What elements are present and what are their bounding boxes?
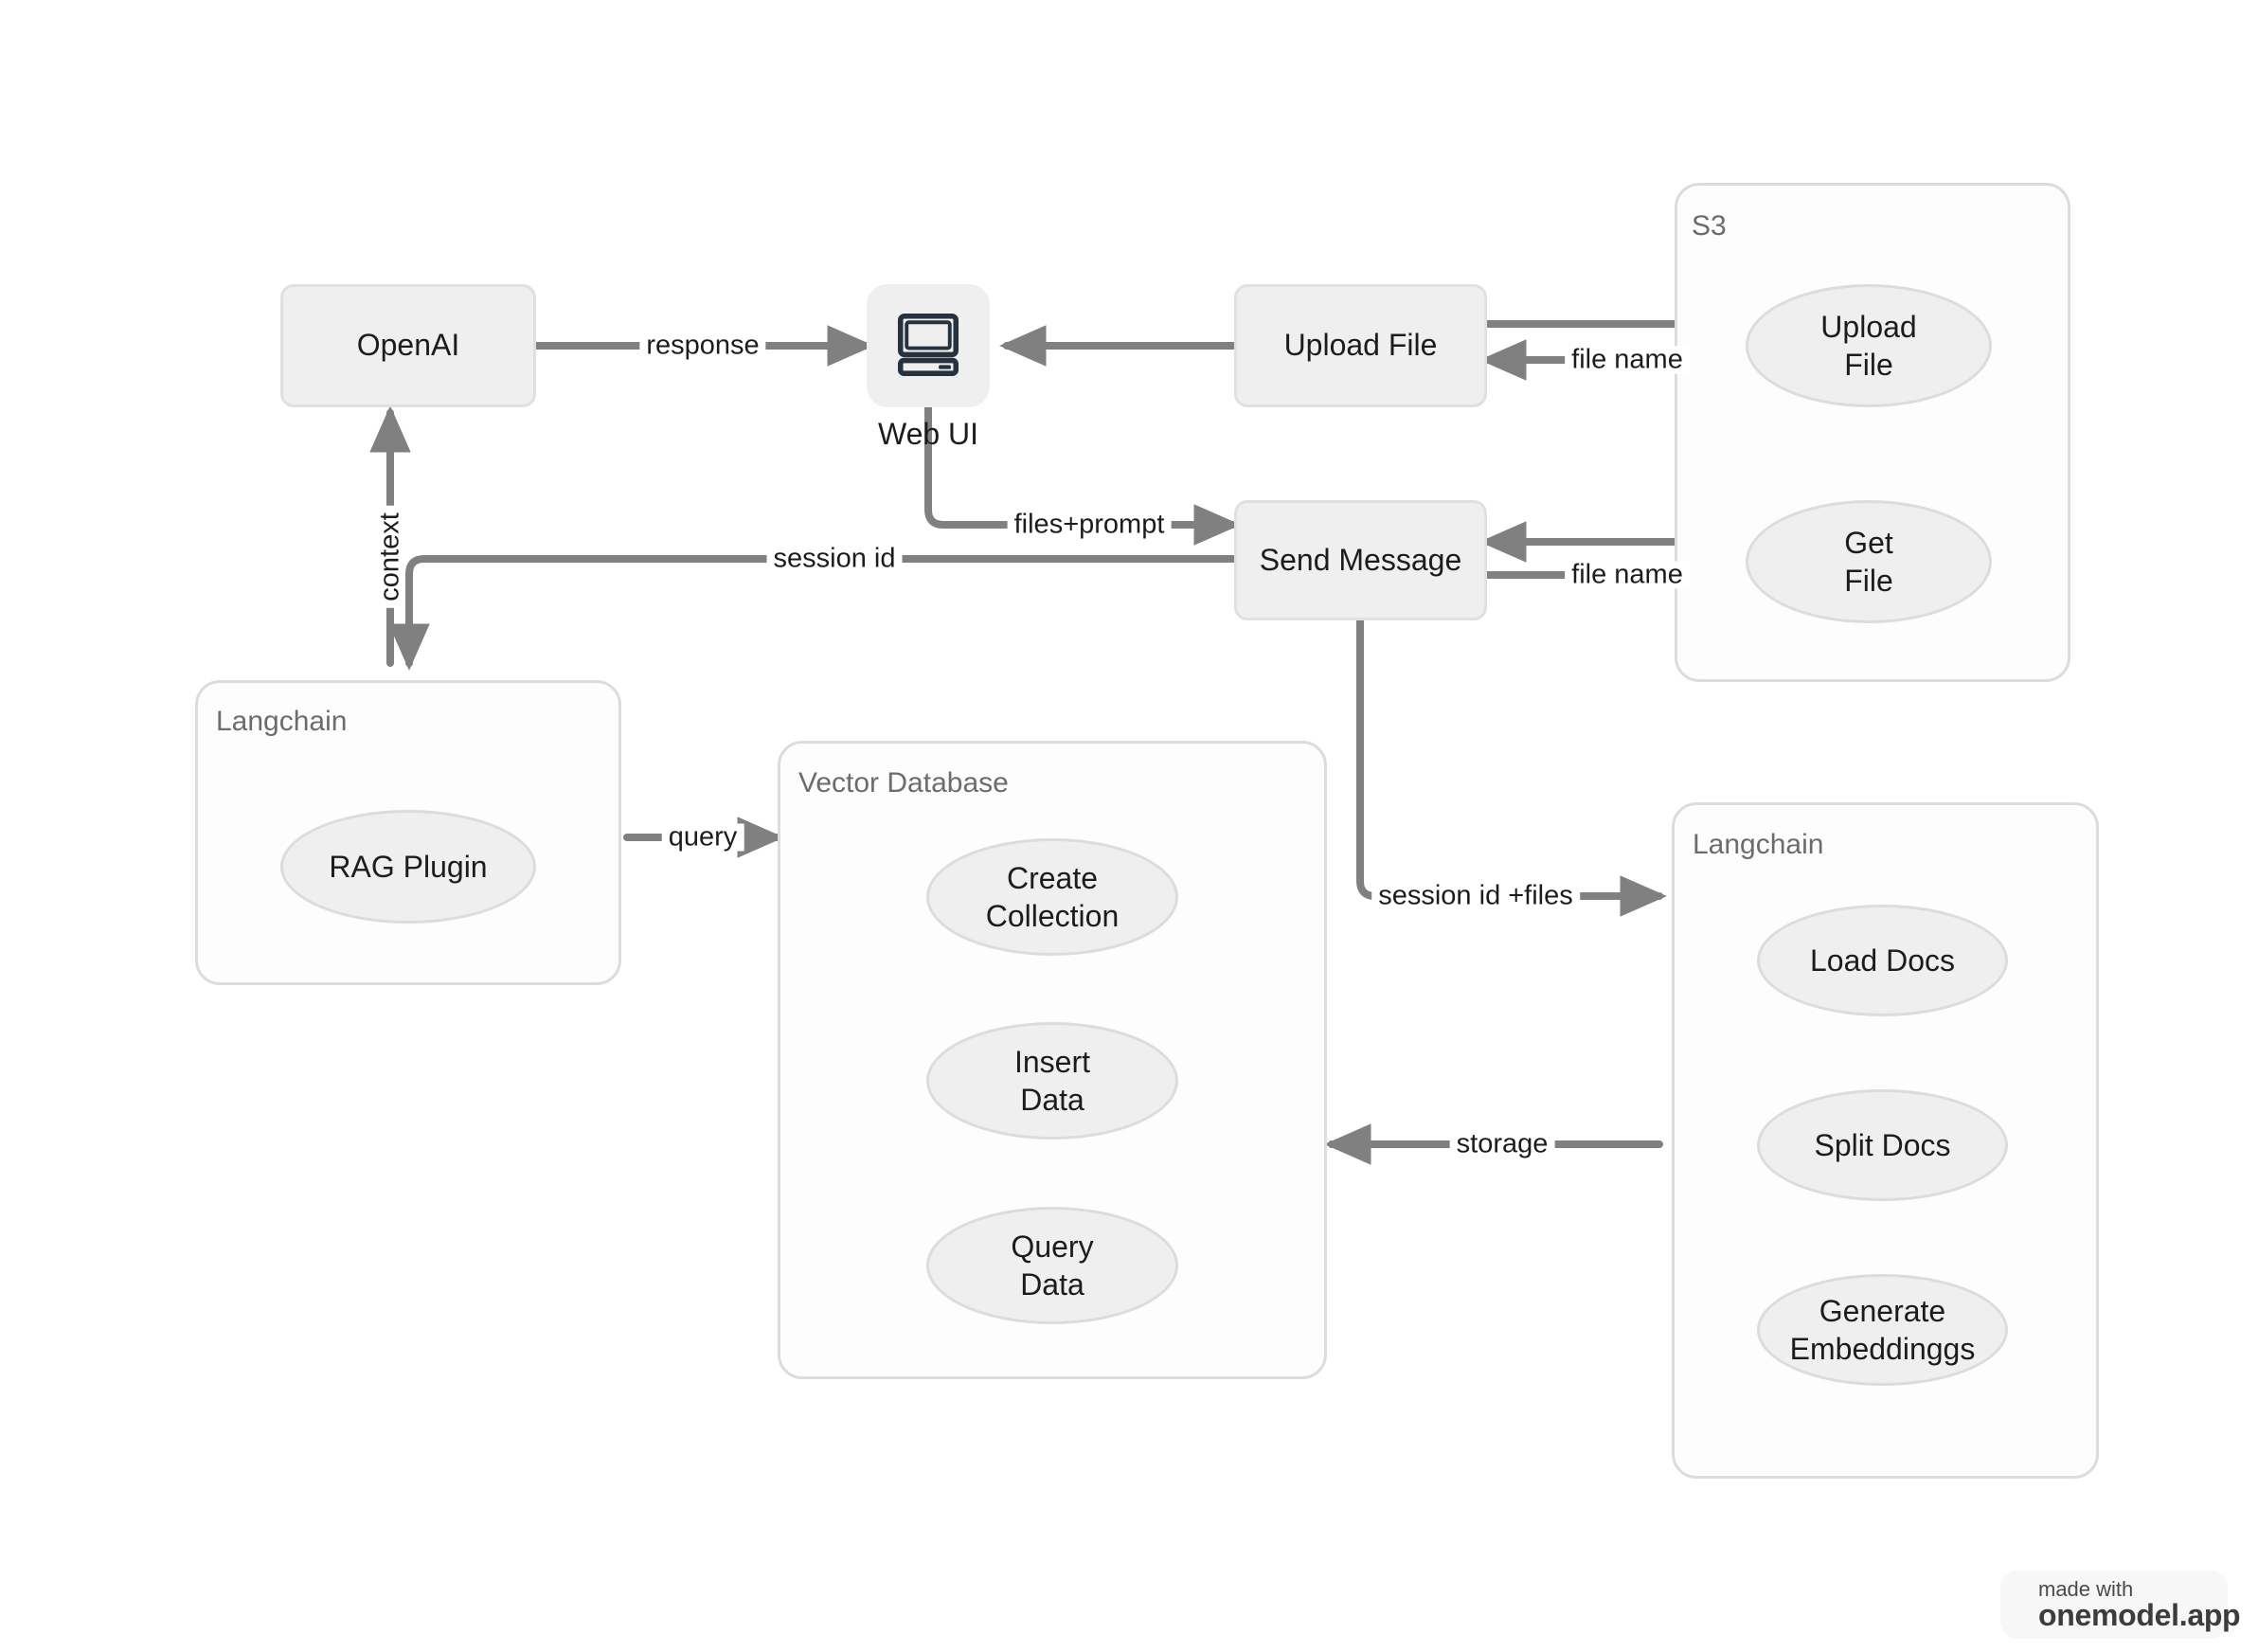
node-create-collection-label: Create Collection (986, 859, 1120, 935)
line1: Create (1006, 861, 1099, 895)
node-web-ui[interactable] (867, 284, 990, 407)
node-query-data[interactable]: Query Data (926, 1207, 1178, 1324)
edge-label-session-id-files: session id +files (1371, 882, 1580, 910)
desktop-computer-icon (891, 307, 965, 386)
line2: File (1844, 564, 1893, 598)
node-openai[interactable]: OpenAI (280, 284, 536, 407)
line1: Generate (1819, 1294, 1946, 1328)
edge-label-response: response (639, 332, 766, 360)
edge-label-session-id: session id (766, 545, 903, 573)
group-vector-database-label: Vector Database (798, 767, 1009, 799)
line2: Data (1020, 1267, 1084, 1302)
node-load-docs-label: Load Docs (1810, 943, 1955, 978)
edge-label-query: query (661, 823, 744, 852)
line1: Query (1011, 1230, 1094, 1264)
group-langchain-left-label: Langchain (216, 706, 348, 737)
node-rag-plugin[interactable]: RAG Plugin (280, 810, 536, 924)
node-upload-file-action[interactable]: Upload File (1234, 284, 1487, 407)
node-openai-label: OpenAI (356, 328, 460, 363)
node-query-data-label: Query Data (1011, 1228, 1093, 1303)
line2: Data (1020, 1083, 1084, 1117)
edge-label-file-name-get: file name (1565, 561, 1690, 589)
node-insert-data-label: Insert Data (1014, 1043, 1090, 1119)
line2: File (1844, 348, 1893, 382)
watermark-onemodel[interactable]: made with onemodel.app (2000, 1571, 2241, 1639)
node-rag-plugin-label: RAG Plugin (329, 850, 488, 884)
node-split-docs[interactable]: Split Docs (1757, 1089, 2008, 1201)
line1: Insert (1013, 1045, 1091, 1079)
group-langchain-right-label: Langchain (1693, 829, 1824, 860)
line1: Upload (1820, 310, 1917, 344)
node-s3-upload-file[interactable]: Upload File (1746, 284, 1992, 407)
line2: Collection (985, 899, 1120, 933)
node-send-message-action[interactable]: Send Message (1234, 500, 1487, 620)
edge-label-storage: storage (1449, 1130, 1555, 1158)
node-create-collection[interactable]: Create Collection (926, 838, 1178, 956)
node-load-docs[interactable]: Load Docs (1757, 905, 2008, 1016)
edge-label-context: context (375, 506, 405, 608)
node-s3-upload-file-label: Upload File (1820, 308, 1916, 384)
node-insert-data[interactable]: Insert Data (926, 1022, 1178, 1140)
node-web-ui-caption: Web UI (877, 417, 979, 451)
edge-sendmessage-to-langchain-right (1356, 616, 1667, 917)
edge-label-file-name-upload: file name (1565, 346, 1690, 374)
edge-label-files-prompt: files+prompt (1007, 511, 1172, 539)
node-s3-get-file-label: Get File (1844, 524, 1893, 600)
node-s3-get-file[interactable]: Get File (1746, 500, 1992, 623)
edge-sendmessage-to-langchain (388, 555, 1237, 671)
line2: Embeddinggs (1789, 1332, 1976, 1366)
node-split-docs-label: Split Docs (1814, 1128, 1951, 1162)
watermark-made-with: made with (2038, 1576, 2134, 1601)
node-send-message-action-label: Send Message (1259, 542, 1462, 577)
node-generate-embeddings-label: Generate Embeddinggs (1790, 1292, 1976, 1368)
node-generate-embeddings[interactable]: Generate Embeddinggs (1757, 1274, 2008, 1386)
line1: Get (1844, 526, 1893, 560)
watermark-brand: onemodel.app (2038, 1597, 2241, 1632)
group-s3-label: S3 (1692, 210, 1727, 242)
watermark-text: made with onemodel.app (2038, 1576, 2241, 1632)
node-upload-file-action-label: Upload File (1283, 328, 1438, 363)
